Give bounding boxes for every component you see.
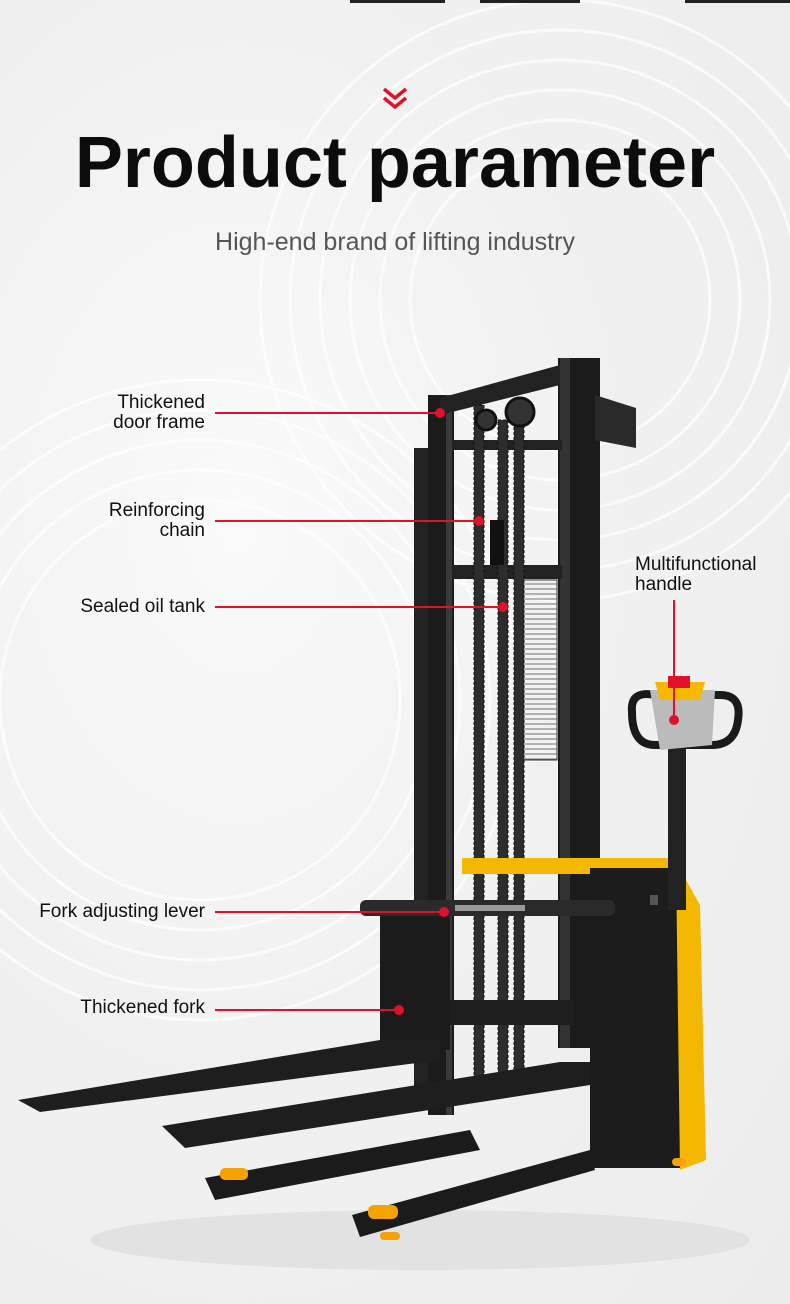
callout-fork-lever: Fork adjusting lever <box>39 902 205 922</box>
callout-text: door frame <box>113 412 205 433</box>
callout-chain: Reinforcing chain <box>109 501 205 541</box>
callout-lines <box>215 412 675 1011</box>
top-image-strip <box>340 0 790 3</box>
callout-fork: Thickened fork <box>80 998 205 1018</box>
callout-text: handle <box>635 574 693 595</box>
callout-dots <box>394 408 679 1015</box>
double-chevron-down-icon <box>382 87 408 110</box>
callout-text: chain <box>159 520 205 541</box>
callout-text: Sealed oil tank <box>80 596 205 617</box>
callout-text: Fork adjusting lever <box>39 901 205 922</box>
callout-text: Thickened <box>117 392 205 413</box>
callout-text: Thickened fork <box>80 997 205 1018</box>
callout-text: Reinforcing <box>108 500 205 521</box>
callout-door-frame: Thickened door frame <box>113 393 205 433</box>
callout-oil-tank: Sealed oil tank <box>80 597 205 617</box>
page-title: Product parameter <box>74 123 716 203</box>
page-subtitle: High-end brand of lifting industry <box>215 228 575 256</box>
callout-text: Multifunctional <box>635 554 757 575</box>
callout-handle: Multifunctional handle <box>635 555 756 595</box>
